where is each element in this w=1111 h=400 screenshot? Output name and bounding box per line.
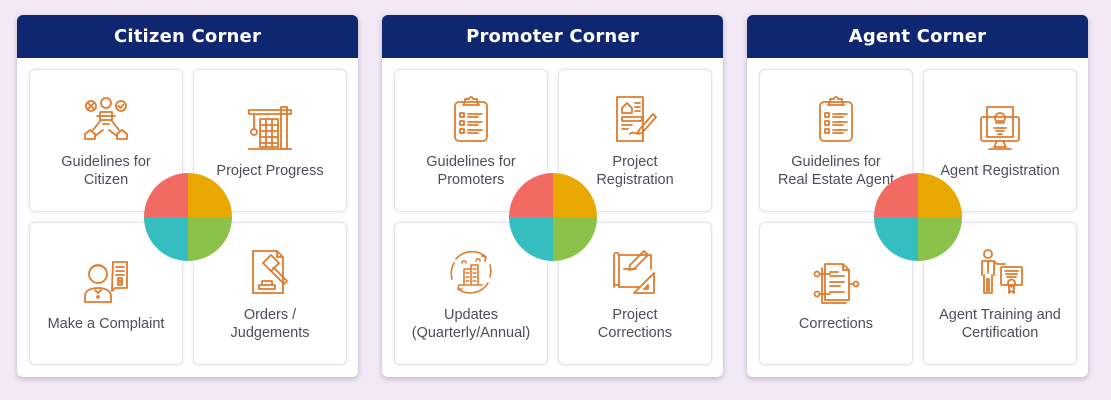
card-label: Guidelines for Citizen: [61, 153, 151, 188]
panel-title: Citizen Corner: [17, 15, 358, 58]
card-label: Make a Complaint: [47, 315, 165, 332]
quadrant-circle-decoration: [509, 173, 597, 261]
construction-crane-icon: [244, 102, 296, 154]
card-grid: Guidelines for Citizen Project Progress …: [29, 69, 347, 366]
card-label: Agent Training and Certification: [939, 306, 1061, 341]
presenter-certificate-icon: [974, 246, 1026, 298]
card-agent-registration[interactable]: Agent Registration: [923, 69, 1077, 212]
card-make-a-complaint[interactable]: Make a Complaint: [29, 222, 183, 365]
card-label: Guidelines for Real Estate Agent: [777, 153, 895, 188]
agent-corner-panel: Agent Corner Guidelines for Real Estate …: [747, 15, 1088, 377]
building-cycle-icon: [445, 246, 497, 298]
property-document-sign-icon: [609, 93, 661, 145]
card-label: Project Registration: [596, 153, 674, 188]
card-label: Updates (Quarterly/Annual): [411, 306, 531, 341]
promoter-corner-panel: Promoter Corner Guidelines for Promoters…: [382, 15, 723, 377]
clipboard-checklist-icon: [810, 93, 862, 145]
card-grid: Guidelines for Promoters Project Registr…: [394, 69, 712, 366]
card-label: Guidelines for Promoters: [426, 153, 516, 188]
card-label: Project Corrections: [597, 306, 673, 341]
blueprint-pencil-icon: [609, 246, 661, 298]
monitor-profile-icon: [974, 102, 1026, 154]
card-label: Corrections: [798, 315, 874, 332]
complaint-person-icon: [80, 255, 132, 307]
card-label: Agent Registration: [940, 162, 1060, 179]
card-label: Project Progress: [216, 162, 324, 179]
quadrant-circle-decoration: [144, 173, 232, 261]
document-edit-icon: [810, 255, 862, 307]
clipboard-checklist-icon: [445, 93, 497, 145]
card-guidelines-for-promoters[interactable]: Guidelines for Promoters: [394, 69, 548, 212]
gavel-document-icon: [244, 246, 296, 298]
panel-title: Promoter Corner: [382, 15, 723, 58]
panel-title: Agent Corner: [747, 15, 1088, 58]
card-guidelines-for-citizen[interactable]: Guidelines for Citizen: [29, 69, 183, 212]
quadrant-circle-decoration: [874, 173, 962, 261]
card-label: Orders / Judgements: [230, 306, 310, 341]
card-grid: Guidelines for Real Estate Agent Agent R…: [759, 69, 1077, 366]
citizen-corner-panel: Citizen Corner Guidelines for Citizen Pr…: [17, 15, 358, 377]
citizen-guidelines-icon: [80, 93, 132, 145]
